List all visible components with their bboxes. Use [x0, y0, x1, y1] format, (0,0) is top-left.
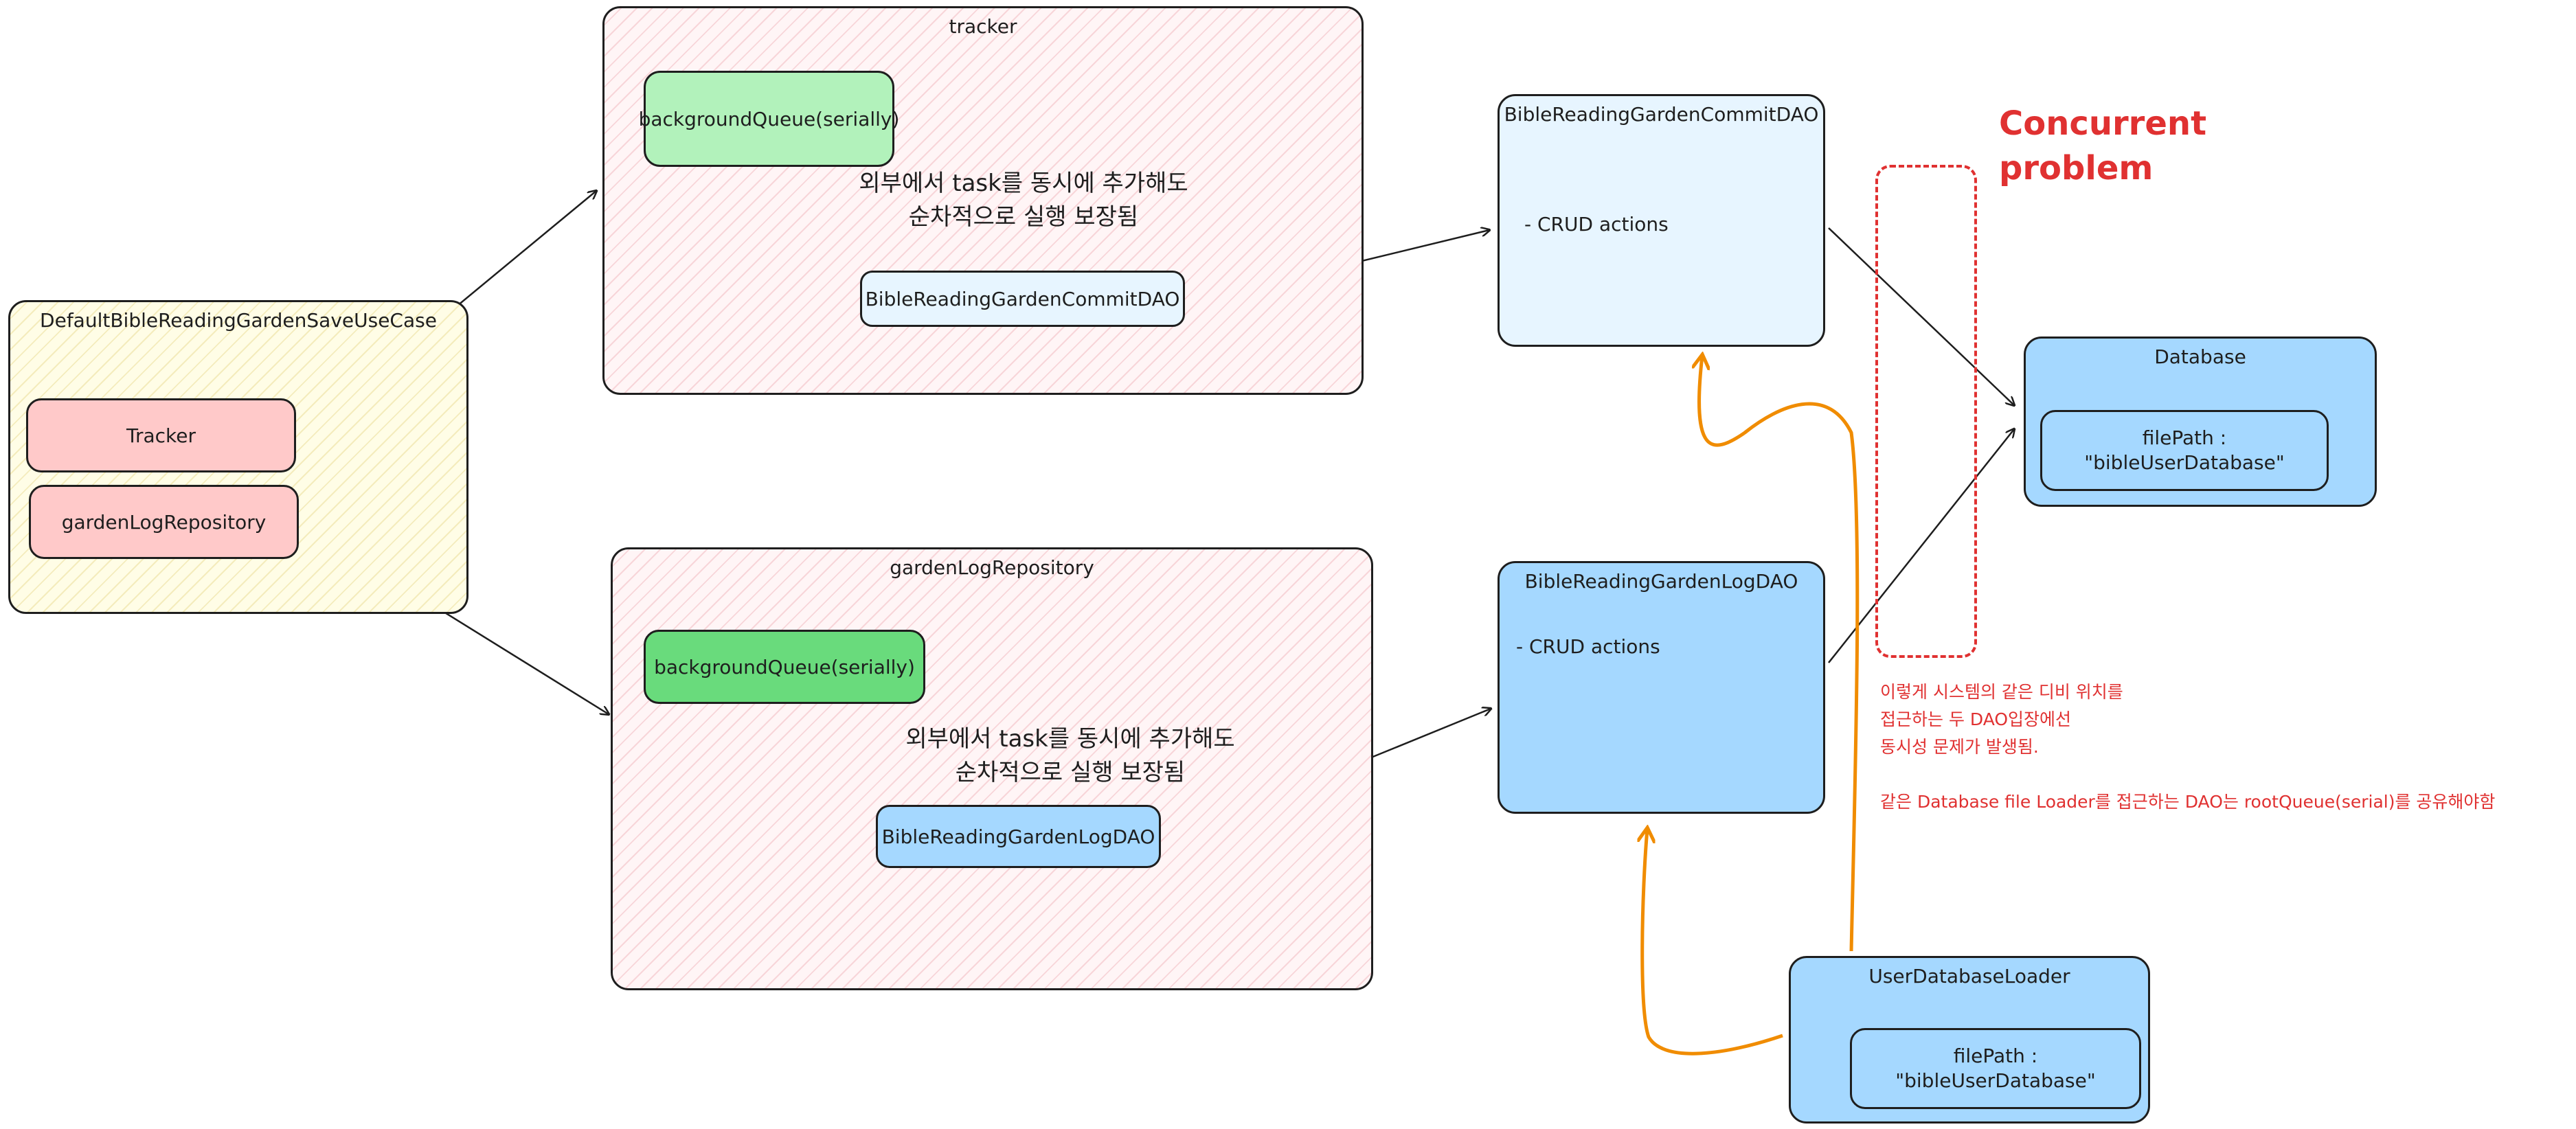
tracker-background-queue[interactable]: backgroundQueue(serially): [638, 71, 900, 167]
garden-log-repository-node-label: gardenLogRepository: [61, 510, 267, 534]
user-database-loader-box[interactable]: UserDatabaseLoader: [1789, 956, 2150, 1124]
database-filepath-key: filePath :: [2142, 426, 2227, 449]
tracker-serial-note-line2: 순차적으로 실행 보장됨: [908, 203, 1139, 231]
loader-filepath-text: filePath : "bibleUserDatabase": [1852, 1030, 2139, 1107]
log-dao-body: - CRUD actions: [1516, 635, 1660, 658]
database-filepath-text: filePath : "bibleUserDatabase": [2042, 412, 2327, 489]
loader-filepath-value: "bibleUserDatabase": [1895, 1069, 2096, 1092]
arrow-commit-dao-to-database: [1828, 227, 2014, 405]
repository-background-queue-label: backgroundQueue(serially): [654, 655, 915, 678]
user-database-loader-title: UserDatabaseLoader: [1868, 965, 2070, 988]
explanation-line3: 동시성 문제가 발생됨.: [1880, 737, 2039, 757]
database-filepath: filePath : "bibleUserDatabase": [2040, 410, 2329, 491]
garden-log-repository-node[interactable]: gardenLogRepository: [29, 485, 299, 559]
repository-group-title: gardenLogRepository: [890, 556, 1094, 579]
concurrent-problem-highlight: [1875, 165, 1977, 658]
tracker-background-queue-label: backgroundQueue(serially): [638, 107, 900, 130]
commit-dao-title: BibleReadingGardenCommitDAO: [1504, 103, 1819, 126]
repository-serial-note-line1: 외부에서 task를 동시에 추가해도: [905, 725, 1235, 753]
repository-serial-note: 외부에서 task를 동시에 추가해도 순차적으로 실행 보장됨: [878, 722, 1263, 790]
tracker-node[interactable]: Tracker: [26, 398, 296, 472]
log-dao-title: BibleReadingGardenLogDAO: [1524, 570, 1798, 593]
log-dao-box[interactable]: BibleReadingGardenLogDAO - CRUD actions: [1498, 561, 1825, 814]
repository-log-dao[interactable]: BibleReadingGardenLogDAO: [876, 805, 1161, 868]
repository-background-queue[interactable]: backgroundQueue(serially): [644, 630, 925, 704]
database-filepath-value: "bibleUserDatabase": [2084, 451, 2285, 474]
commit-dao-body: - CRUD actions: [1524, 213, 1669, 236]
loader-filepath: filePath : "bibleUserDatabase": [1850, 1028, 2141, 1109]
repository-serial-note-line2: 순차적으로 실행 보장됨: [955, 759, 1186, 787]
database-title: Database: [2154, 345, 2246, 368]
explanation-line4: 같은 Database file Loader를 접근하는 DAO는 rootQ…: [1880, 792, 2496, 812]
tracker-node-label: Tracker: [126, 424, 196, 447]
tracker-group: tracker: [602, 6, 1364, 395]
commit-dao-box[interactable]: BibleReadingGardenCommitDAO - CRUD actio…: [1498, 94, 1825, 347]
tracker-commit-dao[interactable]: BibleReadingGardenCommitDAO: [860, 271, 1185, 327]
orange-arrow-loader-to-log-dao: [1642, 829, 1783, 1056]
repository-log-dao-label: BibleReadingGardenLogDAO: [881, 825, 1155, 848]
arrow-log-dao-to-database: [1828, 429, 2014, 663]
tracker-commit-dao-label: BibleReadingGardenCommitDAO: [865, 287, 1180, 310]
concurrent-problem-line1: Concurrent: [1999, 104, 2207, 143]
loader-filepath-key: filePath :: [1953, 1044, 2038, 1067]
repository-group: gardenLogRepository: [611, 547, 1373, 990]
tracker-serial-note: 외부에서 task를 동시에 추가해도 순차적으로 실행 보장됨: [831, 167, 1216, 235]
concurrent-problem-line2: problem: [1999, 148, 2154, 187]
tracker-group-title: tracker: [949, 15, 1017, 38]
explanation-line1: 이렇게 시스템의 같은 디비 위치를: [1880, 682, 2123, 702]
orange-arrow-loader-to-commit-dao: [1699, 356, 1860, 952]
usecase-title: DefaultBibleReadingGardenSaveUseCase: [40, 309, 437, 332]
tracker-serial-note-line1: 외부에서 task를 동시에 추가해도: [859, 170, 1188, 197]
concurrency-explanation: 이렇게 시스템의 같은 디비 위치를 접근하는 두 DAO입장에선 동시성 문제…: [1880, 678, 2495, 816]
explanation-line2: 접근하는 두 DAO입장에선: [1880, 709, 2072, 729]
concurrent-problem-label: Concurrent problem: [1999, 102, 2206, 191]
